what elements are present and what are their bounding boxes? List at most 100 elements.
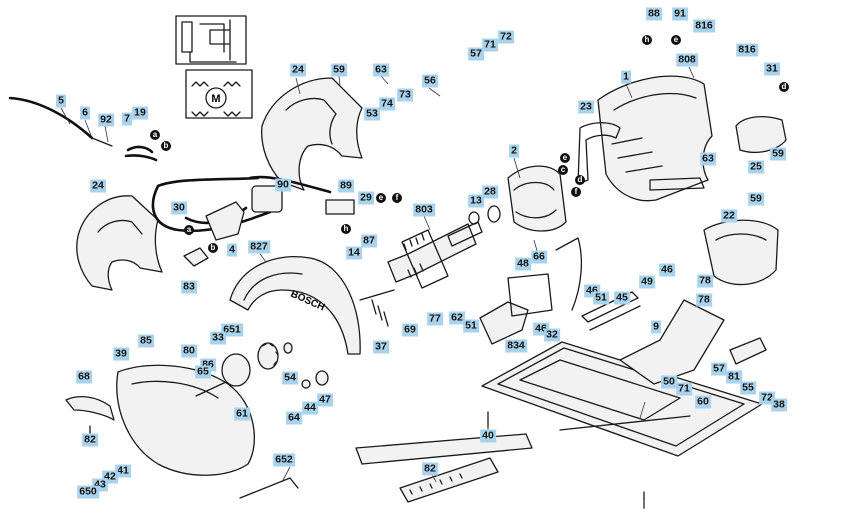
part-label: 82 bbox=[422, 462, 438, 476]
part-label: 19 bbox=[132, 106, 148, 120]
part-label: 59 bbox=[748, 192, 764, 206]
connector-marker: h bbox=[642, 35, 652, 45]
part-label: 51 bbox=[593, 291, 609, 305]
part-label: 23 bbox=[578, 100, 594, 114]
part-label: 57 bbox=[468, 47, 484, 61]
connector-marker: e bbox=[671, 35, 681, 45]
part-label: 652 bbox=[273, 453, 295, 467]
part-label: 2 bbox=[509, 144, 519, 158]
part-label: 25 bbox=[748, 160, 764, 174]
part-label: 92 bbox=[98, 113, 114, 127]
part-label: 30 bbox=[171, 201, 187, 215]
part-label: 80 bbox=[181, 344, 197, 358]
part-label: 37 bbox=[373, 340, 389, 354]
part-label: 46 bbox=[659, 263, 675, 277]
armature bbox=[387, 221, 483, 289]
part-label: 47 bbox=[317, 393, 333, 407]
part-label: 44 bbox=[302, 401, 318, 415]
part-label: 59 bbox=[331, 63, 347, 77]
part-label: 91 bbox=[672, 7, 688, 21]
part-label: 57 bbox=[711, 362, 727, 376]
connector-marker: f bbox=[571, 187, 581, 197]
blade-guard: BOSCH bbox=[229, 256, 361, 355]
connector-marker: e bbox=[560, 153, 570, 163]
connector-marker: c bbox=[558, 165, 568, 175]
part-label: 72 bbox=[498, 30, 514, 44]
part-label: 49 bbox=[639, 275, 655, 289]
part-label: 51 bbox=[463, 319, 479, 333]
part-label: 73 bbox=[397, 88, 413, 102]
part-label: 71 bbox=[676, 382, 692, 396]
part-label: 48 bbox=[515, 257, 531, 271]
part-label: 13 bbox=[468, 194, 484, 208]
part-label: 65 bbox=[195, 365, 211, 379]
connector-marker: b bbox=[208, 243, 218, 253]
connector-marker: f bbox=[392, 193, 402, 203]
connector-marker: d bbox=[779, 82, 789, 92]
part-label: 7 bbox=[122, 112, 132, 126]
part-label: 54 bbox=[282, 371, 298, 385]
part-label: 32 bbox=[544, 328, 560, 342]
part-label: 28 bbox=[482, 185, 498, 199]
part-label: 66 bbox=[531, 250, 547, 264]
part-label: 83 bbox=[181, 280, 197, 294]
part-label: 1 bbox=[621, 70, 631, 84]
part-label: 4 bbox=[227, 243, 237, 257]
part-label: 74 bbox=[379, 97, 395, 111]
part-label: 9 bbox=[651, 320, 661, 334]
part-label: 61 bbox=[234, 407, 250, 421]
part-label: 90 bbox=[275, 178, 291, 192]
wiring-schematic: M bbox=[175, 15, 253, 119]
part-label: 56 bbox=[422, 74, 438, 88]
part-label: 650 bbox=[77, 485, 99, 499]
part-label: 60 bbox=[695, 395, 711, 409]
part-label: 81 bbox=[726, 370, 742, 384]
part-label: 72 bbox=[759, 391, 775, 405]
part-label: 816 bbox=[693, 19, 715, 33]
part-label: 63 bbox=[700, 152, 716, 166]
part-label: 24 bbox=[290, 63, 306, 77]
part-label: 62 bbox=[449, 311, 465, 325]
part-label: 803 bbox=[413, 203, 435, 217]
connector-marker: d bbox=[575, 175, 585, 185]
part-label: 6 bbox=[80, 106, 90, 120]
connector-marker: a bbox=[150, 130, 160, 140]
part-label: 64 bbox=[286, 411, 302, 425]
part-label: 55 bbox=[740, 381, 756, 395]
part-label: 85 bbox=[138, 334, 154, 348]
part-label: 50 bbox=[661, 375, 677, 389]
part-label: 31 bbox=[764, 62, 780, 76]
part-label: 82 bbox=[82, 433, 98, 447]
motor-symbol: M bbox=[211, 93, 220, 105]
part-label: 88 bbox=[646, 7, 662, 21]
part-label: 816 bbox=[736, 43, 758, 57]
part-label: 45 bbox=[614, 291, 630, 305]
part-label: 69 bbox=[402, 323, 418, 337]
part-label: 87 bbox=[361, 234, 377, 248]
part-label: 77 bbox=[427, 312, 443, 326]
part-label: 38 bbox=[771, 398, 787, 412]
part-label: 22 bbox=[721, 209, 737, 223]
part-label: 24 bbox=[90, 179, 106, 193]
part-label: 68 bbox=[76, 370, 92, 384]
connector-marker: a bbox=[184, 225, 194, 235]
part-label: 63 bbox=[373, 63, 389, 77]
part-label: 834 bbox=[505, 339, 527, 353]
part-label: 5 bbox=[56, 94, 66, 108]
part-label: 827 bbox=[248, 240, 270, 254]
part-label: 89 bbox=[338, 179, 354, 193]
part-label: 78 bbox=[696, 293, 712, 307]
part-label: 651 bbox=[221, 323, 243, 337]
part-label: 14 bbox=[346, 246, 362, 260]
part-label: 71 bbox=[482, 38, 498, 52]
part-label: 39 bbox=[113, 347, 129, 361]
part-label: 41 bbox=[115, 464, 131, 478]
part-label: 29 bbox=[358, 191, 374, 205]
part-label: 78 bbox=[697, 274, 713, 288]
part-label: 53 bbox=[364, 107, 380, 121]
leader-lines bbox=[60, 66, 695, 509]
part-label: 59 bbox=[770, 147, 786, 161]
part-label: 808 bbox=[676, 53, 698, 67]
